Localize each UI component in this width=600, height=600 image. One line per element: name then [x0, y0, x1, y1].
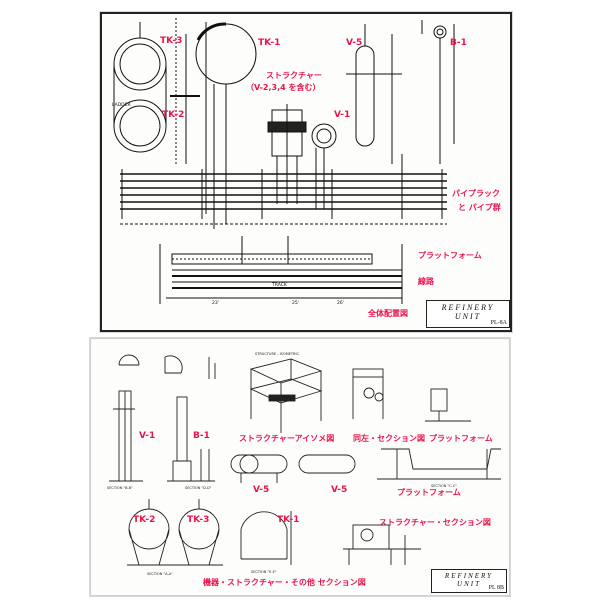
label-structure-note: （V-2,3,4 を含む）	[246, 83, 321, 92]
title-block-title-bottom: REFINERY UNIT	[444, 572, 494, 588]
text-section-dd: SECTION "D-D"	[185, 486, 212, 490]
ladder-text: LADDER	[112, 102, 131, 108]
tk2-tk3-elevation	[127, 499, 223, 566]
label-structure-isometric: ストラクチャーアイソメ図	[239, 434, 335, 443]
label-tk2-bottom: TK-2	[133, 515, 156, 525]
label-tk2: TK-2	[162, 110, 185, 120]
label-equipment-section: 機器・ストラクチャー・その他 セクション図	[203, 578, 366, 587]
text-section-ee: SECTION "E-E"	[251, 570, 277, 574]
v5-elevation	[230, 454, 288, 474]
track-lines	[172, 269, 402, 289]
label-b1: B-1	[450, 38, 467, 48]
structure-isometric	[249, 358, 323, 433]
dim-23-text: 23'	[212, 300, 219, 306]
label-tk1: TK-1	[258, 38, 281, 48]
title-block-top: REFINERY UNIT PL-8A	[426, 300, 510, 328]
title-block-bottom: REFINERY UNIT PL 8B	[431, 569, 507, 593]
b1-elevation	[172, 460, 192, 482]
text-section-bb: SECTION "B-B"	[107, 486, 133, 490]
tk1-elevation	[240, 511, 288, 530]
label-platform-bottom: プラットフォーム	[429, 434, 493, 443]
label-structure-section: ストラクチャー・セクション図	[379, 518, 491, 527]
label-tk3-bottom: TK-3	[187, 515, 210, 525]
label-v1: V-1	[334, 110, 351, 120]
title-block-title: REFINERY UNIT	[441, 303, 495, 321]
label-tk1-bottom: TK-1	[277, 515, 300, 525]
label-v5-b: V-5	[331, 485, 348, 495]
track-text: TRACK	[271, 282, 288, 288]
dim-26-text: 26'	[337, 300, 344, 306]
label-structure: ストラクチャー	[266, 71, 322, 80]
section-drawings-sheet: STRUCTURE - ISOMETRIC SECTION "B-B" SECT…	[90, 338, 510, 596]
vessel-v5-outline	[355, 45, 375, 147]
overall-layout-drawing: LADDER TRACK 23' 25' 26' TK-3 TK-2 TK-1 …	[100, 12, 512, 332]
title-block-number-bottom: PL 8B	[488, 585, 504, 591]
title-block-number: PL-8A	[490, 320, 507, 326]
text-section-cc: SECTION "C-C"	[431, 484, 457, 488]
label-v5-a: V-5	[253, 485, 270, 495]
section-linework: STRUCTURE - ISOMETRIC SECTION "B-B" SECT…	[107, 352, 501, 576]
vessel-v1-outline	[311, 123, 337, 149]
label-v1-bottom: V-1	[139, 431, 156, 441]
text-section-aa: SECTION "A-A"	[147, 572, 173, 576]
small-plan-v1	[118, 354, 140, 366]
label-tk3: TK-3	[160, 36, 183, 46]
label-overall-layout: 全体配置図	[368, 309, 408, 318]
boiler-b1-outline	[433, 25, 447, 39]
structure-section	[343, 524, 421, 565]
label-b1-bottom: B-1	[193, 431, 210, 441]
label-platform-2: プラットフォーム	[397, 488, 461, 497]
dim-25-text: 25'	[292, 300, 299, 306]
pipe-rack-lines	[120, 173, 447, 210]
label-v5: V-5	[346, 38, 363, 48]
label-platform: プラットフォーム	[418, 251, 482, 260]
tank-tk3-outline	[113, 37, 167, 91]
label-same-section: 同左・セクション図	[353, 434, 425, 443]
label-pipe-group: と パイプ群	[458, 203, 501, 212]
plan-linework: LADDER TRACK 23' 25' 26'	[112, 18, 455, 306]
label-pipe-rack: パイプラック	[452, 189, 500, 198]
label-rail: 線路	[418, 277, 434, 286]
text-structure-isometric: STRUCTURE - ISOMETRIC	[255, 352, 299, 356]
